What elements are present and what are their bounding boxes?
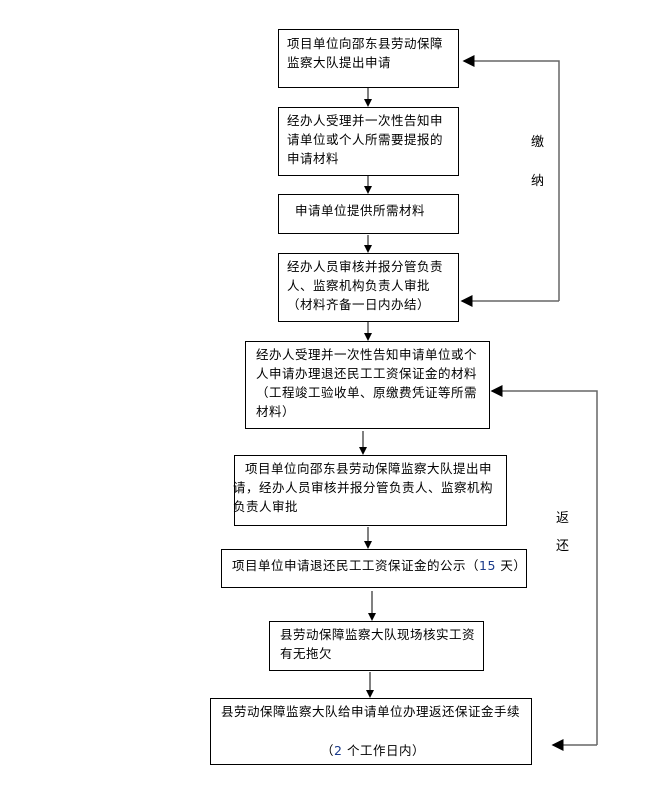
step-7-text-end: 天）: [495, 558, 527, 573]
step-4-box: 经办人员审核并报分管负责人、监察机构负责人审批（材料齐备一日内办结）: [278, 253, 459, 322]
step-3-box: 申请单位提供所需材料: [278, 194, 459, 234]
step-7-days: 15: [479, 558, 496, 573]
step-1-box: 项目单位向邵东县劳动保障监察大队提出申请: [278, 29, 459, 88]
step-3-text: 申请单位提供所需材料: [295, 203, 426, 218]
step-6-text: 项目单位向邵东县劳动保障监察大队提出申请，经办人员审核并报分管负责人、监察机构负…: [233, 461, 494, 514]
step-8-text: 县劳动保障监察大队现场核实工资有无拖欠: [280, 627, 476, 661]
step-4-text: 经办人员审核并报分管负责人、监察机构负责人审批（材料齐备一日内办结）: [287, 259, 444, 312]
pay-label-2: 纳: [531, 174, 545, 189]
step-2-box: 经办人受理并一次性告知申请单位或个人所需要提报的申请材料: [278, 107, 459, 176]
step-5-box: 经办人受理并一次性告知申请单位或个人申请办理退还民工工资保证金的材料（工程竣工验…: [245, 341, 490, 429]
step-5-text: 经办人受理并一次性告知申请单位或个人申请办理退还民工工资保证金的材料（工程竣工验…: [256, 347, 478, 419]
step-7-text: 项目单位申请退还民工工资保证金的公示（: [232, 558, 480, 573]
pay-label-1: 缴: [531, 135, 545, 150]
step-1-text: 项目单位向邵东县劳动保障监察大队提出申请: [287, 36, 444, 70]
step-2-text: 经办人受理并一次性告知申请单位或个人所需要提报的申请材料: [287, 113, 444, 166]
step-8-box: 县劳动保障监察大队现场核实工资有无拖欠: [269, 621, 484, 671]
step-9-line2: （: [321, 743, 335, 758]
step-9-box: 县劳动保障监察大队给申请单位办理返还保证金手续 （2 个工作日内）: [210, 698, 532, 765]
step-9-line1: 县劳动保障监察大队给申请单位办理返还保证金手续: [221, 704, 521, 719]
step-6-box: 项目单位向邵东县劳动保障监察大队提出申请，经办人员审核并报分管负责人、监察机构负…: [233, 455, 507, 526]
refund-label-1: 返: [556, 511, 570, 526]
step-9-line2-end: 个工作日内）: [342, 743, 425, 758]
refund-label-2: 还: [556, 539, 570, 554]
step-7-box: 项目单位申请退还民工工资保证金的公示（15 天）: [221, 549, 527, 588]
step-9-days: 2: [334, 743, 343, 758]
refund-loop-line: [490, 385, 598, 745]
pay-loop-line: [462, 55, 560, 301]
